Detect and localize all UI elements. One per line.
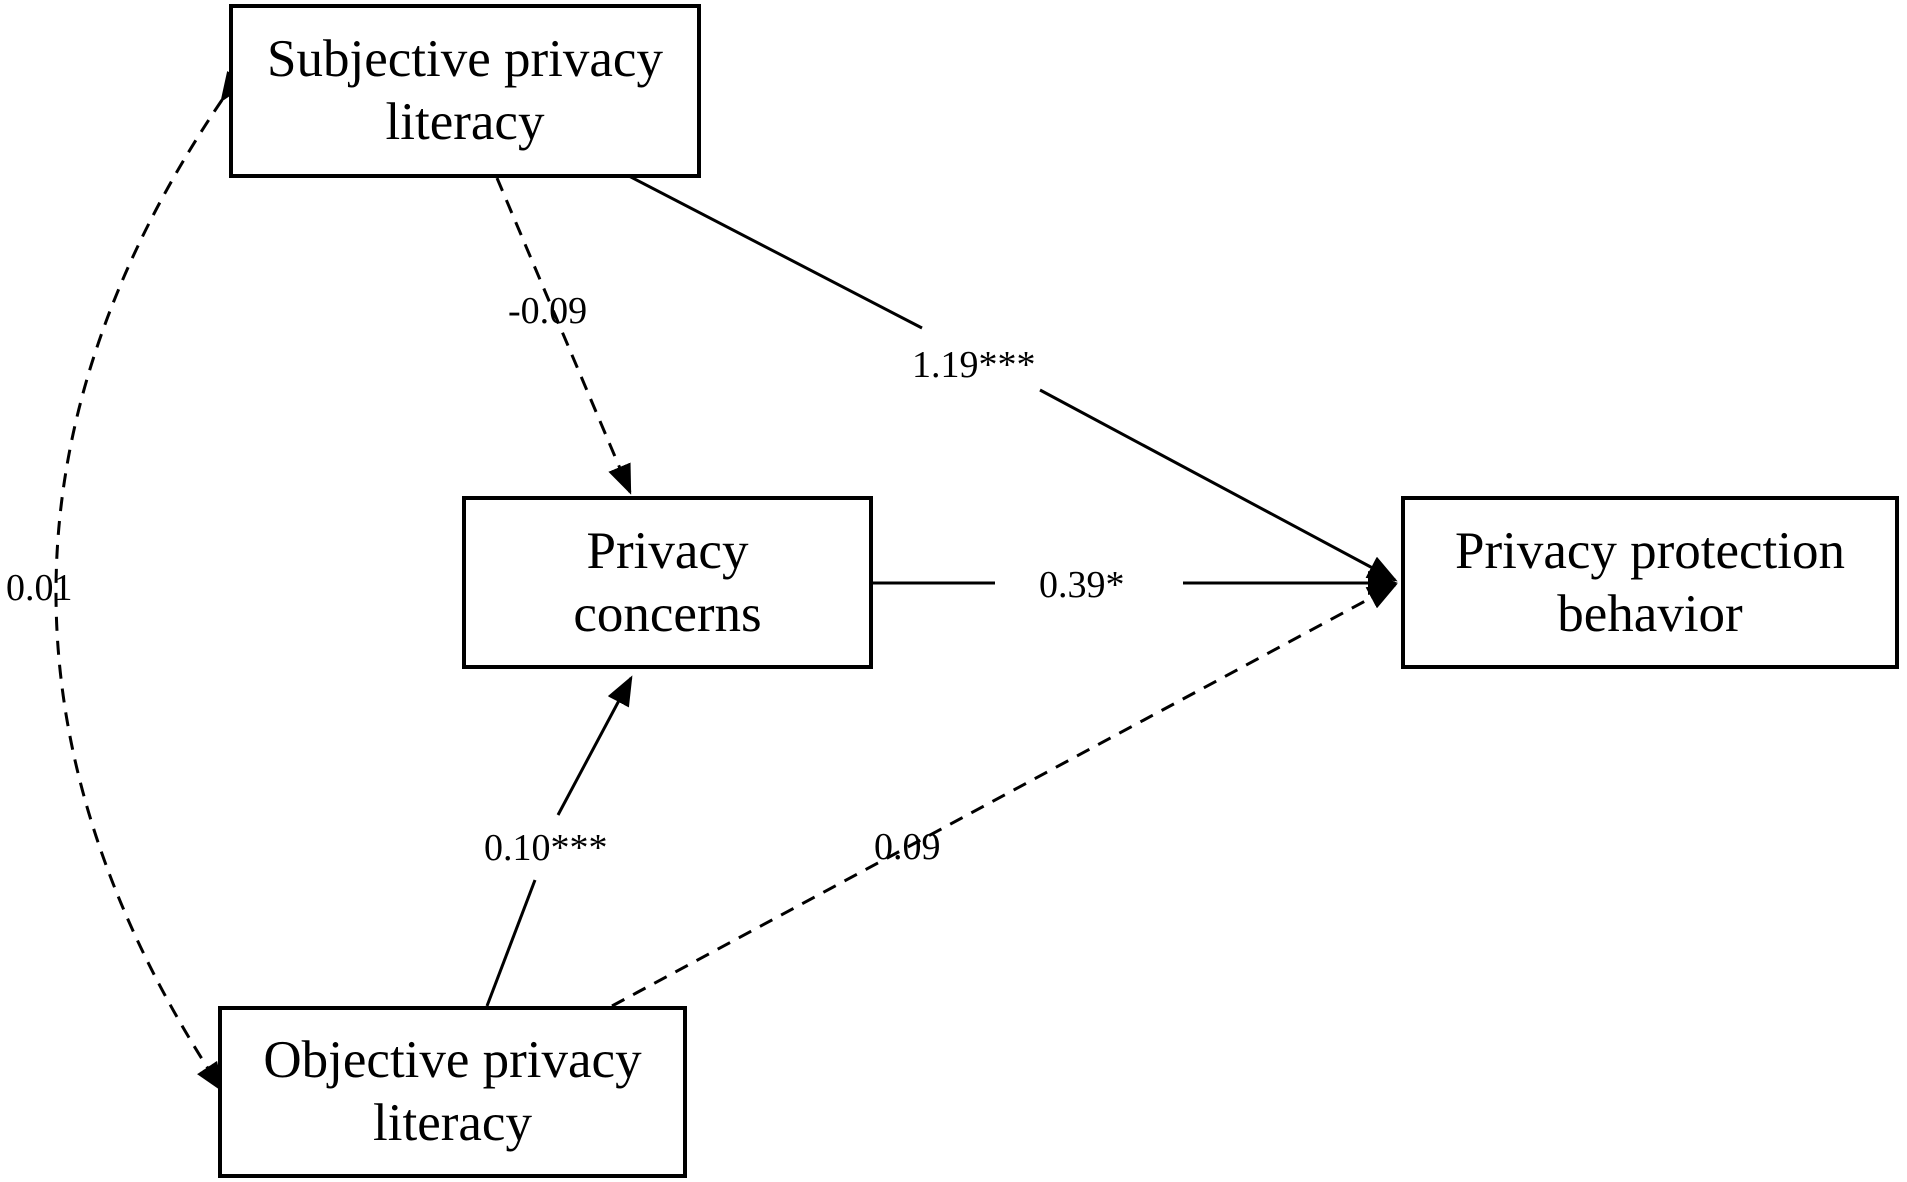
node-objective-line2: literacy <box>373 1094 532 1152</box>
node-subjective-privacy-literacy: Subjective privacy literacy <box>229 4 701 178</box>
arrow-objective-to-behavior <box>611 583 1398 1008</box>
node-privacy-protection-behavior: Privacy protection behavior <box>1401 496 1899 669</box>
arrow-subjective-to-behavior-segment-1 <box>626 173 923 330</box>
coef-objective-to-concerns: 0.10*** <box>484 827 608 869</box>
node-concerns-line2: concerns <box>573 584 762 643</box>
node-objective-privacy-literacy: Objective privacy literacy <box>218 1006 687 1178</box>
node-concerns-line1: Privacy <box>586 521 749 580</box>
coef-subjective-to-concerns: -0.09 <box>508 290 588 332</box>
node-privacy-concerns: Privacy concerns <box>462 496 873 669</box>
coef-subjective-to-behavior: 1.19*** <box>912 344 1036 386</box>
node-subjective-line1: Subjective privacy <box>267 30 663 88</box>
arrow-objective-to-concerns-segment-2 <box>556 675 633 816</box>
coef-subjective-objective-covariance: 0.01 <box>6 567 73 609</box>
node-subjective-line2: literacy <box>385 93 545 151</box>
covariance-arrow-subjective-objective <box>54 70 248 1093</box>
arrow-subjective-to-concerns <box>495 177 632 495</box>
arrow-subjective-to-behavior-segment-2 <box>1039 388 1398 582</box>
coef-concerns-to-behavior: 0.39* <box>1039 564 1125 606</box>
node-objective-line1: Objective privacy <box>263 1031 642 1089</box>
node-behavior-line2: behavior <box>1557 584 1743 643</box>
arrow-objective-to-concerns-segment-1 <box>485 879 537 1007</box>
coef-objective-to-behavior: 0.09 <box>874 826 941 868</box>
node-behavior-line1: Privacy protection <box>1454 521 1846 580</box>
